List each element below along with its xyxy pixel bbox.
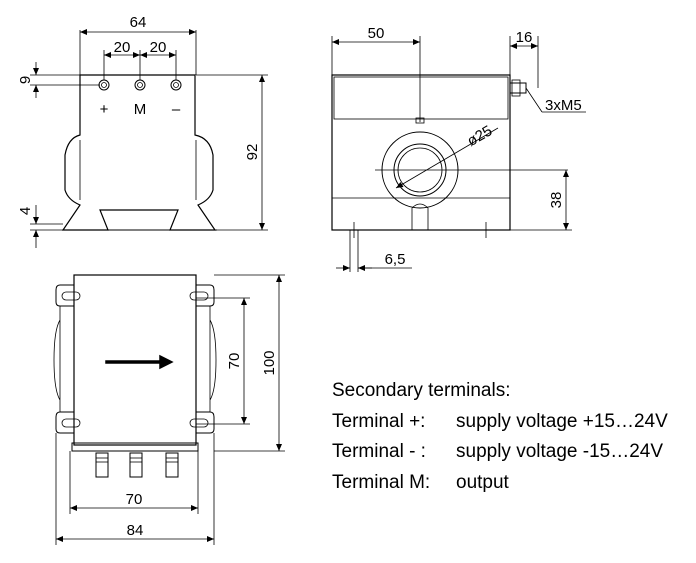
legend-label: Terminal - :: [332, 441, 426, 462]
front-terminals: [98, 79, 182, 91]
terminal-plus-label: +: [100, 101, 109, 118]
terminal-m-label: M: [134, 101, 147, 118]
legend-label: Terminal +:: [332, 410, 426, 432]
dim-top-offset: 9: [17, 76, 34, 84]
dim-top-inner-width: 70: [126, 491, 143, 508]
terminal-minus-label: –: [172, 101, 181, 118]
top-terminals: [95, 452, 179, 478]
legend-row-m: Terminal M: output: [332, 468, 668, 499]
legend-heading: Secondary terminals:: [332, 380, 511, 401]
legend-text: supply voltage +15…24V: [456, 410, 668, 432]
legend-text: output: [456, 471, 509, 493]
dim-hole-diameter: ø25: [464, 122, 495, 150]
current-direction-arrow-icon: [105, 354, 174, 370]
dim-screw-label: 3xM5: [545, 97, 582, 114]
legend-text: supply voltage -15…24V: [456, 441, 664, 462]
top-view: 70 100 70 84: [53, 274, 285, 545]
legend-row-plus: Terminal +: supply voltage +15…24V: [332, 407, 668, 438]
dim-pitch-right: 20: [150, 39, 167, 56]
secondary-terminals-legend: Secondary terminals: Terminal +: supply v…: [332, 376, 668, 498]
dim-front-width: 64: [130, 14, 147, 31]
dim-top-outer-width: 84: [127, 522, 144, 539]
dim-foot-width: 6,5: [385, 251, 406, 268]
front-view: + M – 64 20 20 9 92 4: [17, 14, 268, 248]
dim-front-height: 92: [244, 144, 261, 161]
dim-side-width: 50: [368, 25, 385, 42]
legend-label: Terminal M:: [332, 471, 431, 493]
dim-top-inner-height: 70: [226, 353, 243, 370]
side-view: 50 16 3xM5 ø25 38 6,5: [331, 25, 586, 272]
dim-pitch-left: 20: [114, 39, 131, 56]
dim-front-foot: 4: [17, 207, 34, 215]
legend-row-minus: Terminal - : supply voltage -15…24V: [332, 437, 668, 468]
dim-top-outer-height: 100: [261, 350, 278, 375]
dim-screw-length: 16: [516, 29, 533, 46]
dim-hole-height: 38: [548, 192, 565, 209]
